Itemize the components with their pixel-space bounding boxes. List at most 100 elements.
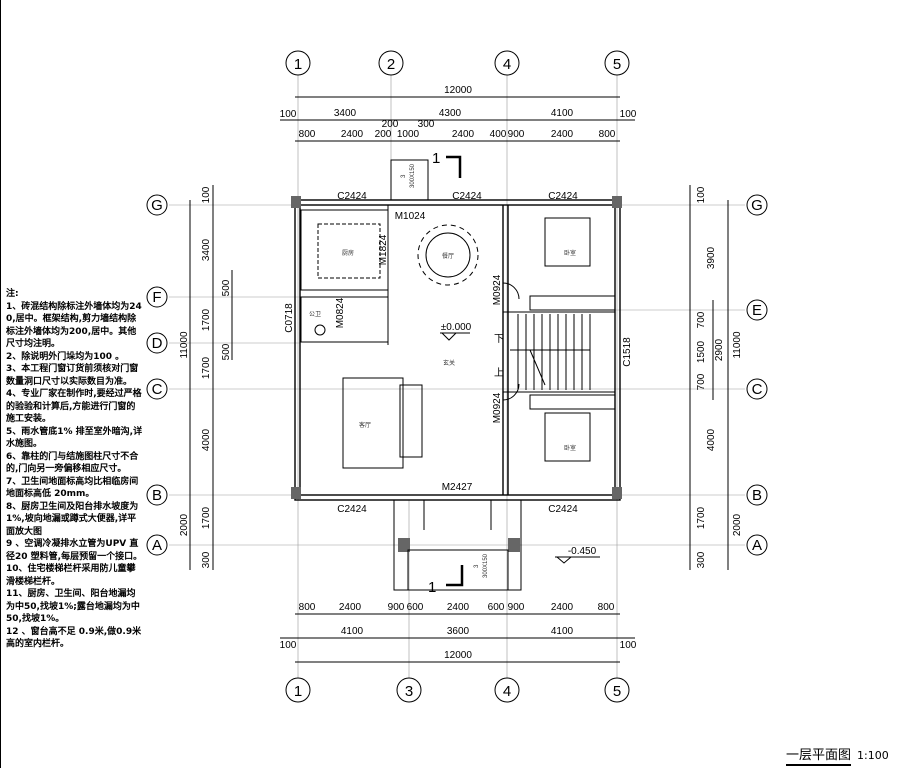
- svg-text:11000: 11000: [732, 331, 743, 359]
- svg-text:1: 1: [432, 150, 440, 167]
- note-item: 2、除说明外门垛均为100 。: [6, 351, 125, 362]
- svg-text:3400: 3400: [334, 108, 357, 119]
- svg-text:3400: 3400: [201, 238, 212, 261]
- svg-text:12000: 12000: [444, 650, 472, 661]
- svg-text:1700: 1700: [201, 308, 212, 331]
- svg-text:C2424: C2424: [452, 191, 482, 202]
- stair-labels: 下 上 3 300X150 3 300X150: [401, 163, 504, 578]
- svg-text:4300: 4300: [439, 108, 462, 119]
- grid-lines: [169, 75, 745, 678]
- svg-text:800: 800: [299, 129, 316, 140]
- svg-text:卧室: 卧室: [564, 249, 576, 257]
- svg-text:2400: 2400: [551, 129, 574, 140]
- note-item: 9 、空调冷凝排水立管为UPV 直径20 塑料管,每层预留一个接口。: [6, 539, 143, 562]
- svg-text:800: 800: [299, 602, 316, 613]
- svg-text:600: 600: [407, 602, 424, 613]
- svg-text:1700: 1700: [201, 356, 212, 379]
- svg-text:1000: 1000: [397, 129, 420, 140]
- door-labels: M1024 M1824 M0924 M0924 M0824 M2427: [335, 211, 520, 530]
- svg-text:G: G: [151, 197, 163, 214]
- svg-text:300: 300: [201, 551, 212, 568]
- svg-text:2400: 2400: [551, 602, 574, 613]
- svg-text:C1518: C1518: [622, 337, 633, 367]
- svg-text:300: 300: [418, 119, 435, 130]
- svg-text:B: B: [752, 487, 762, 504]
- svg-text:C2424: C2424: [548, 504, 578, 515]
- svg-text:500: 500: [221, 279, 232, 296]
- svg-text:300X150: 300X150: [483, 553, 489, 578]
- svg-text:5: 5: [613, 683, 621, 700]
- svg-text:5: 5: [613, 56, 621, 73]
- svg-text:C0718: C0718: [284, 303, 295, 333]
- svg-text:G: G: [751, 197, 763, 214]
- svg-text:客厅: 客厅: [359, 421, 371, 429]
- svg-text:900: 900: [508, 129, 525, 140]
- svg-text:300X150: 300X150: [410, 163, 416, 188]
- staircase: [510, 314, 591, 390]
- svg-text:上: 上: [494, 367, 504, 379]
- note-item: 8、厨房卫生间及阳台排水坡度为1%,坡向地漏或蹲式大便器,详平面放大图: [6, 501, 139, 537]
- note-item: 4、专业厂家在制作时,要经过严格的验验和计算后,方能进行门窗的施工安装。: [6, 389, 142, 424]
- walls: [291, 159, 622, 591]
- svg-text:100: 100: [620, 640, 637, 651]
- svg-text:C2424: C2424: [337, 504, 367, 515]
- svg-text:1700: 1700: [696, 506, 707, 529]
- svg-text:200: 200: [382, 119, 399, 130]
- svg-text:4000: 4000: [201, 428, 212, 451]
- svg-text:卧室: 卧室: [564, 444, 576, 452]
- svg-text:1: 1: [428, 579, 436, 596]
- svg-text:4000: 4000: [706, 428, 717, 451]
- svg-text:2400: 2400: [447, 602, 470, 613]
- svg-text:300: 300: [696, 551, 707, 568]
- svg-text:100: 100: [696, 186, 707, 203]
- window-labels: C2424 C2424 C2424 C2424 C2424 C0718 C151…: [284, 191, 633, 515]
- svg-text:C: C: [752, 381, 763, 398]
- svg-text:3: 3: [401, 174, 407, 178]
- svg-text:M0924: M0924: [492, 274, 503, 305]
- note-item: 12 、窗台高不足 0.9米,做0.9米高的室内栏杆。: [6, 626, 142, 650]
- svg-text:100: 100: [201, 186, 212, 203]
- svg-text:11000: 11000: [179, 331, 190, 359]
- svg-text:M1824: M1824: [378, 234, 389, 265]
- left-dimensions: 100 3400 1700 1700 4000 1700 300 500 500…: [179, 186, 232, 568]
- svg-text:4100: 4100: [551, 626, 574, 637]
- svg-text:下: 下: [494, 334, 504, 345]
- svg-text:1500: 1500: [696, 340, 707, 363]
- svg-text:4: 4: [503, 683, 511, 700]
- svg-text:700: 700: [696, 311, 707, 328]
- section-marks: 1 1: [428, 150, 464, 596]
- svg-text:1700: 1700: [201, 506, 212, 529]
- svg-text:2: 2: [387, 56, 395, 73]
- svg-text:12000: 12000: [444, 85, 472, 96]
- axis-bubbles: 1 2 4 5 1 3 4 5 G F D C B A G E C B A: [146, 50, 768, 703]
- design-notes: 注: 1、砖混结构除标注外墙体均为240,居中。框架结构,剪力墙结构除标注外墙体…: [6, 288, 144, 651]
- svg-text:公卫: 公卫: [309, 311, 321, 318]
- svg-text:2000: 2000: [179, 513, 190, 536]
- svg-text:4100: 4100: [341, 626, 364, 637]
- note-item: 1、砖混结构除标注外墙体均为240,居中。框架结构,剪力墙结构除标注外墙体均为2…: [6, 301, 142, 350]
- svg-text:200: 200: [375, 129, 392, 140]
- svg-text:1: 1: [294, 56, 302, 73]
- svg-text:A: A: [752, 537, 762, 554]
- svg-text:700: 700: [696, 373, 707, 390]
- svg-text:-0.450: -0.450: [568, 546, 597, 557]
- notes-heading: 注:: [6, 289, 19, 299]
- svg-text:800: 800: [598, 602, 615, 613]
- note-item: 5、雨水管底1% 排至室外暗沟,详水施图。: [6, 426, 143, 450]
- svg-text:100: 100: [280, 109, 297, 120]
- svg-text:600: 600: [488, 602, 505, 613]
- note-item: 6、靠柱的门与结施图柱尺寸不合的,门向另一旁偏移相应尺寸。: [6, 451, 139, 475]
- bottom-dimensions: 800 2400 900 600 2400 600 900 2400 800 1…: [280, 602, 637, 661]
- svg-text:2400: 2400: [339, 602, 362, 613]
- svg-text:100: 100: [280, 640, 297, 651]
- svg-text:M2427: M2427: [442, 482, 473, 493]
- svg-text:A: A: [152, 537, 162, 554]
- drawing-title-text: 一层平面图: [786, 744, 852, 766]
- note-item: 10、住宅楼梯栏杆采用防儿童攀滑楼梯栏杆。: [6, 564, 136, 587]
- svg-text:F: F: [152, 289, 161, 306]
- svg-text:C2424: C2424: [548, 191, 578, 202]
- note-item: 7、卫生间地面标高均比相临房间地面标高低 20mm。: [6, 476, 139, 500]
- svg-text:玄关: 玄关: [443, 359, 455, 367]
